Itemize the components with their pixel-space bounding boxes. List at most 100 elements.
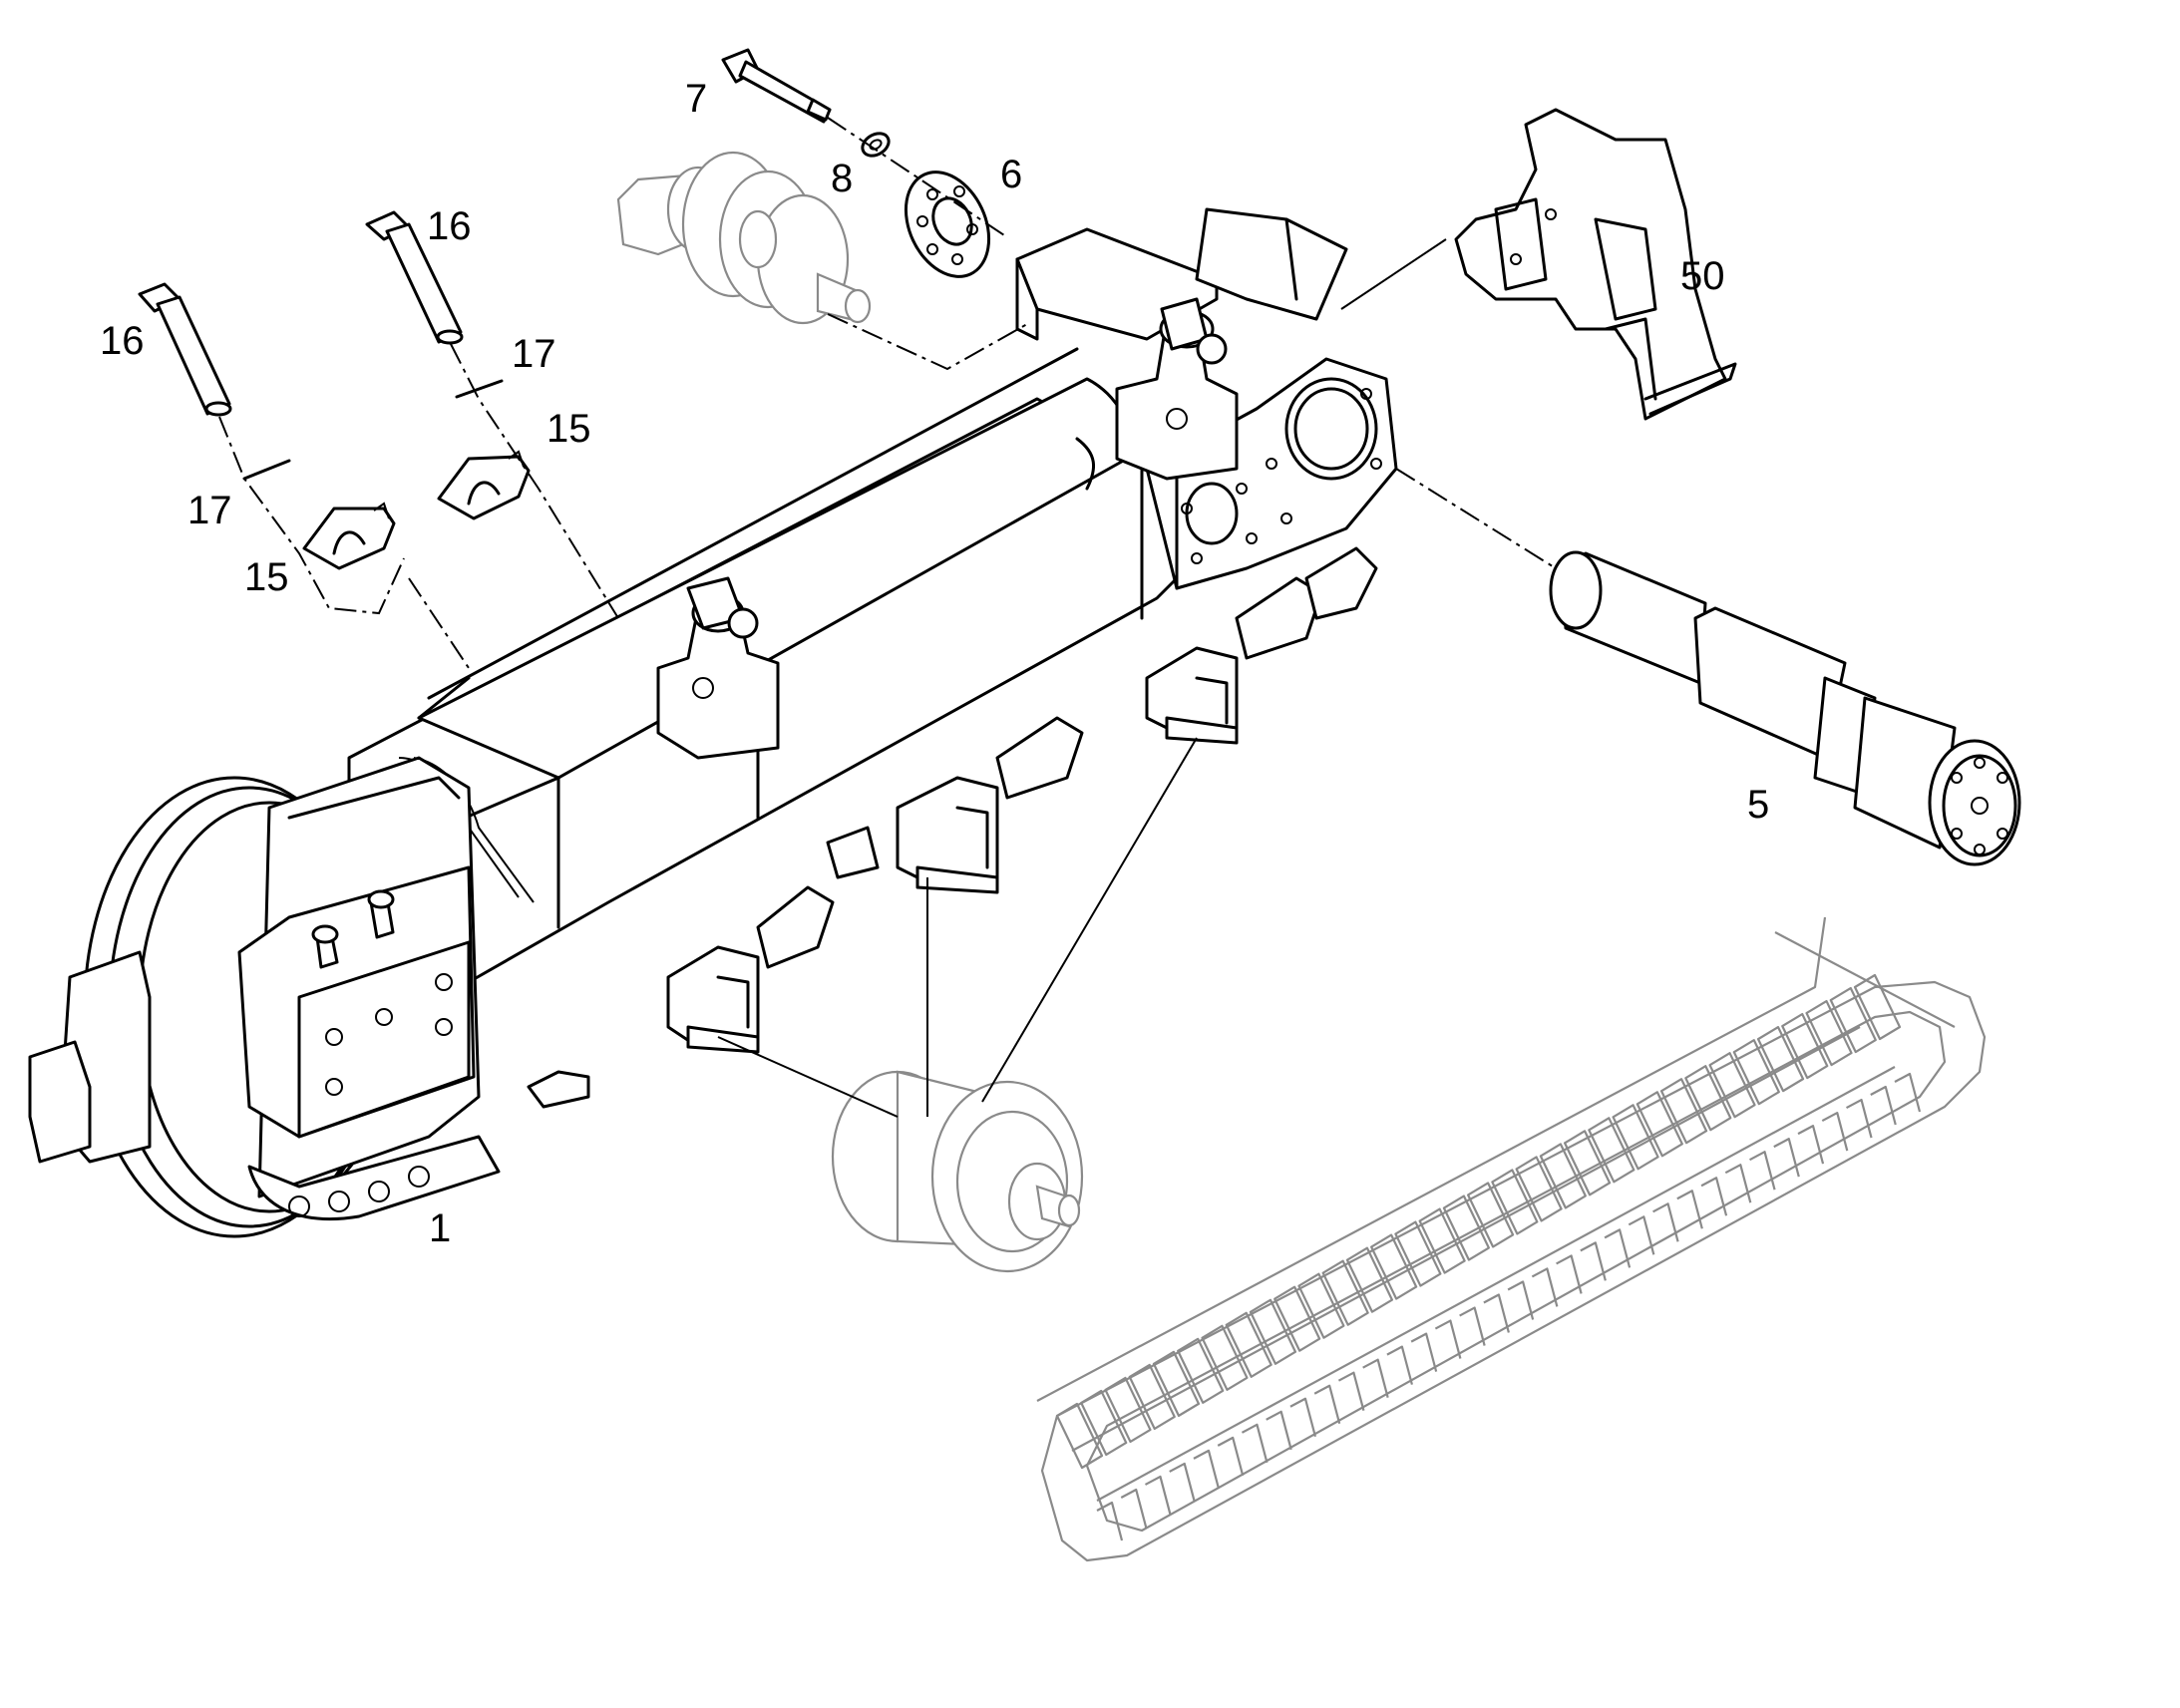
callout-16-right: 16 bbox=[427, 204, 472, 248]
track-shoe-lower bbox=[1459, 1306, 1486, 1346]
roller-bracket-1 bbox=[666, 885, 835, 1054]
roller-bracket-2 bbox=[826, 716, 1084, 894]
callout-17-right: 17 bbox=[512, 332, 556, 376]
track-shoe-lower bbox=[1894, 1072, 1922, 1113]
track-shoe bbox=[1080, 1389, 1128, 1457]
track-shoe bbox=[1588, 1117, 1635, 1184]
callout-labels: 1 5 6 7 8 15 15 16 16 17 17 50 bbox=[100, 77, 1769, 1250]
shim-17-left bbox=[242, 459, 291, 481]
track-shoe bbox=[1201, 1324, 1249, 1391]
track-shoe bbox=[1177, 1337, 1225, 1404]
guard bbox=[1454, 108, 1737, 421]
track-shoe-lower bbox=[1096, 1501, 1124, 1541]
track-shoe-lower bbox=[1386, 1345, 1413, 1385]
track-shoe bbox=[1684, 1065, 1732, 1132]
track-shoe bbox=[1273, 1285, 1321, 1352]
track-shoe bbox=[1467, 1182, 1515, 1248]
callout-17-left: 17 bbox=[187, 489, 232, 532]
track-shoe-lower bbox=[1749, 1151, 1776, 1191]
track-shoe bbox=[1152, 1350, 1201, 1417]
track-shoe bbox=[1418, 1207, 1466, 1274]
callout-50: 50 bbox=[1680, 254, 1725, 298]
track-shoe bbox=[1104, 1376, 1152, 1444]
track-shoe bbox=[1732, 1039, 1780, 1106]
track-shoe-lower bbox=[1289, 1397, 1317, 1438]
callout-5: 5 bbox=[1747, 783, 1769, 827]
track-shoe-lower bbox=[1700, 1177, 1728, 1216]
track-shoe bbox=[1321, 1259, 1369, 1326]
track-shoe bbox=[1805, 999, 1853, 1067]
track-shoe bbox=[1781, 1012, 1829, 1080]
track-shoe bbox=[1345, 1246, 1394, 1313]
track-shoe bbox=[1829, 986, 1877, 1054]
track-shoe-lower bbox=[1628, 1215, 1655, 1255]
track-shoe-lower bbox=[1870, 1085, 1897, 1126]
track-shoe bbox=[1515, 1156, 1563, 1222]
track-shoe-lower bbox=[1797, 1125, 1825, 1165]
track-shoe-lower bbox=[1821, 1111, 1849, 1152]
clamp-block-15-left bbox=[302, 502, 396, 570]
track-shoe-lower bbox=[1483, 1293, 1510, 1333]
track-shoe-lower bbox=[1531, 1267, 1559, 1307]
track-shoe-lower bbox=[1604, 1228, 1632, 1268]
track-shoe-lower bbox=[1410, 1332, 1438, 1372]
callout-8: 8 bbox=[831, 157, 853, 200]
track-shoe-lower bbox=[1556, 1254, 1583, 1294]
track-roller-reference bbox=[831, 1070, 1084, 1273]
track-shoe-lower bbox=[1434, 1319, 1462, 1359]
callout-7: 7 bbox=[685, 77, 707, 121]
bolt-16-left bbox=[138, 282, 232, 417]
track-shoe-lower bbox=[1773, 1138, 1800, 1178]
track-shoe bbox=[1297, 1272, 1345, 1339]
track-shoe-lower bbox=[1580, 1241, 1607, 1281]
flange-disc-6 bbox=[904, 171, 991, 278]
track-shoe bbox=[1370, 1233, 1418, 1300]
track-shoe bbox=[1853, 973, 1902, 1041]
track-shoe bbox=[1225, 1311, 1272, 1378]
track-shoe bbox=[1491, 1169, 1539, 1235]
track-shoe bbox=[1708, 1052, 1756, 1119]
track-shoe bbox=[1539, 1143, 1587, 1209]
callout-15-left: 15 bbox=[244, 555, 289, 599]
track-shoe-lower bbox=[1507, 1280, 1535, 1320]
track-shoe-lower bbox=[1217, 1436, 1245, 1477]
bolt-16-right bbox=[365, 210, 464, 345]
track-frame bbox=[28, 207, 1398, 1238]
track-shoe-lower bbox=[1724, 1164, 1752, 1203]
track-shoe-lower bbox=[1144, 1475, 1172, 1516]
bolt-7 bbox=[721, 48, 832, 124]
pin bbox=[1549, 550, 2021, 866]
track-shoe-lower bbox=[1169, 1462, 1196, 1503]
track-shoe-lower bbox=[1362, 1358, 1389, 1398]
track-shoe-lower bbox=[1193, 1449, 1221, 1490]
callout-6: 6 bbox=[1000, 153, 1022, 196]
track-shoe-lower bbox=[1266, 1410, 1292, 1451]
track-shoe bbox=[1249, 1298, 1297, 1365]
track-shoe bbox=[1635, 1091, 1683, 1158]
track-shoe-lower bbox=[1313, 1384, 1341, 1425]
track-chain-reference bbox=[1036, 916, 1987, 1562]
track-shoe bbox=[1659, 1078, 1708, 1145]
track-shoe-lower bbox=[1241, 1423, 1269, 1464]
carrier-roller-reference bbox=[616, 151, 872, 325]
assembly-lines bbox=[218, 117, 1557, 1118]
clamp-block-15-right bbox=[437, 450, 531, 520]
track-shoe-lower bbox=[1120, 1488, 1148, 1529]
callout-15-right: 15 bbox=[546, 407, 591, 451]
track-shoe bbox=[1756, 1026, 1805, 1093]
washer-8 bbox=[861, 132, 891, 158]
track-shoe bbox=[1563, 1130, 1612, 1196]
track-shoe-lower bbox=[1676, 1190, 1703, 1229]
track-shoe-lower bbox=[1652, 1202, 1679, 1242]
callout-16-left: 16 bbox=[100, 319, 145, 363]
callout-1: 1 bbox=[429, 1206, 451, 1250]
track-shoe bbox=[1128, 1363, 1176, 1431]
track-shoe bbox=[1055, 1402, 1104, 1470]
track-shoe-lower bbox=[1337, 1371, 1365, 1411]
track-shoe bbox=[1394, 1220, 1442, 1287]
track-shoe bbox=[1612, 1104, 1659, 1171]
track-shoe-lower bbox=[1846, 1098, 1873, 1139]
track-shoe bbox=[1442, 1195, 1490, 1261]
